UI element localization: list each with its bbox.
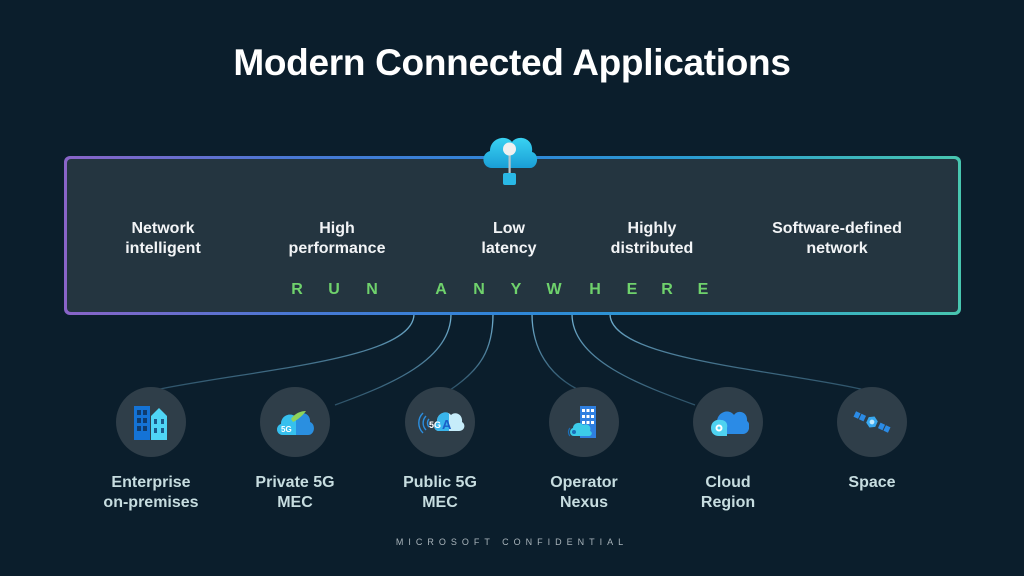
label-line: Public 5G [403,474,477,491]
tagline-letter: N [473,281,485,298]
destination-cloud-region: Cloud Region [658,387,798,513]
destination-public-5g-mec: A 5G Public 5G MEC [370,387,510,513]
connector-operator-nexus [531,313,578,390]
destination-enterprise-on-premises: Enterprise on-premises [81,387,221,513]
tagline-letter: H [589,281,601,298]
destination-private-5g-mec: 5G Private 5G MEC [225,387,365,513]
feature-high-performance: High performance [289,219,386,259]
satellite-icon [853,411,891,433]
feature-line: network [806,240,868,257]
feature-line: Software-defined [772,220,902,237]
destination-label: Enterprise on-premises [81,473,221,513]
destination-label: Space [802,473,942,493]
label-line: Enterprise [111,474,191,491]
destination-space: Space [802,387,942,493]
operator-nexus-icon [567,406,596,438]
icon-badge [693,387,763,457]
label-line: MEC [422,494,458,511]
feature-line: Network [131,220,195,237]
feature-highly-distributed: Highly distributed [611,219,694,259]
connector-enterprise [154,313,415,391]
feature-line: Low [492,220,525,237]
tagline-letter: E [626,281,638,298]
run-anywhere-tagline: R U N A N Y W H E R E [67,281,958,301]
feature-line: latency [481,240,537,257]
feature-software-defined-network: Software-defined network [772,219,902,259]
label-line: Private 5G [255,474,335,491]
feature-network-intelligent: Network intelligent [125,219,201,259]
icon-badge [116,387,186,457]
icon-badge: 5G [260,387,330,457]
tagline-letter: W [546,281,562,298]
tagline-letter: R [291,281,303,298]
tagline-letter: R [661,281,673,298]
icon-badge: A 5G [405,387,475,457]
destination-label: Private 5G MEC [225,473,365,513]
label-line: MEC [277,494,313,511]
cloud-region-icon [711,411,749,436]
feature-line: distributed [610,240,694,257]
buildings-icon [134,406,167,440]
destination-label: Cloud Region [658,473,798,513]
connector-space [609,313,866,391]
connector-public-5g [449,313,494,391]
feature-line: intelligent [125,240,201,257]
svg-text:5G: 5G [281,425,292,434]
label-line: on-premises [103,494,199,511]
svg-text:A: A [442,417,452,432]
public-5g-azure-icon: A 5G [418,412,465,434]
label-line: Cloud [705,474,751,491]
icon-badge [549,387,619,457]
svg-text:5G: 5G [429,420,441,430]
label-line: Region [700,494,756,511]
feature-line: Highly [627,220,677,237]
tagline-letter: Y [510,281,522,298]
tagline-letter: E [697,281,709,298]
feature-line: performance [288,240,386,257]
private-5g-cloud-icon: 5G [277,411,314,435]
feature-low-latency: Low latency [481,219,536,259]
destination-label: Operator Nexus [514,473,654,513]
tagline-letter: U [328,281,340,298]
slide-title: Modern Connected Applications [233,42,791,83]
tagline-letter: N [366,281,378,298]
label-line: Operator [550,474,618,491]
destination-operator-nexus: Operator Nexus [514,387,654,513]
confidential-footer: MICROSOFT CONFIDENTIAL [395,537,629,547]
tagline-letter: A [435,281,447,298]
label-line: Nexus [559,494,609,511]
cloud-network-icon [483,137,538,185]
icon-badge [837,387,907,457]
label-line: Space [848,474,896,491]
feature-line: High [319,220,355,237]
destination-label: Public 5G MEC [370,473,510,513]
